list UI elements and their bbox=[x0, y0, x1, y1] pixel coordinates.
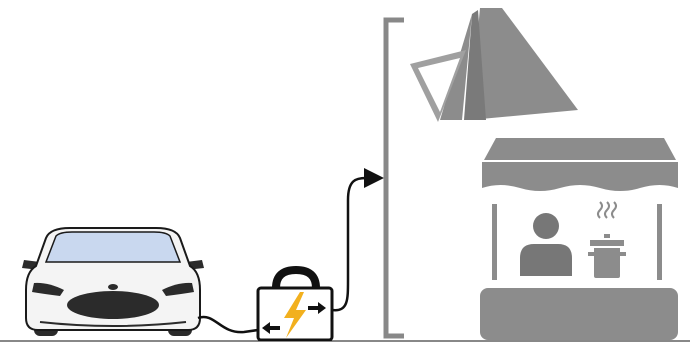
output-arrowhead bbox=[364, 168, 384, 188]
group-bracket bbox=[386, 20, 404, 336]
cooking-pot-icon bbox=[588, 202, 626, 278]
electric-car-icon bbox=[22, 228, 204, 336]
vendor-person-icon bbox=[520, 213, 572, 276]
tent-icon bbox=[410, 8, 578, 122]
car-charging-cable bbox=[198, 317, 258, 332]
portable-power-station-icon bbox=[258, 270, 332, 340]
output-cable bbox=[332, 178, 366, 310]
food-stall-icon bbox=[480, 138, 678, 340]
